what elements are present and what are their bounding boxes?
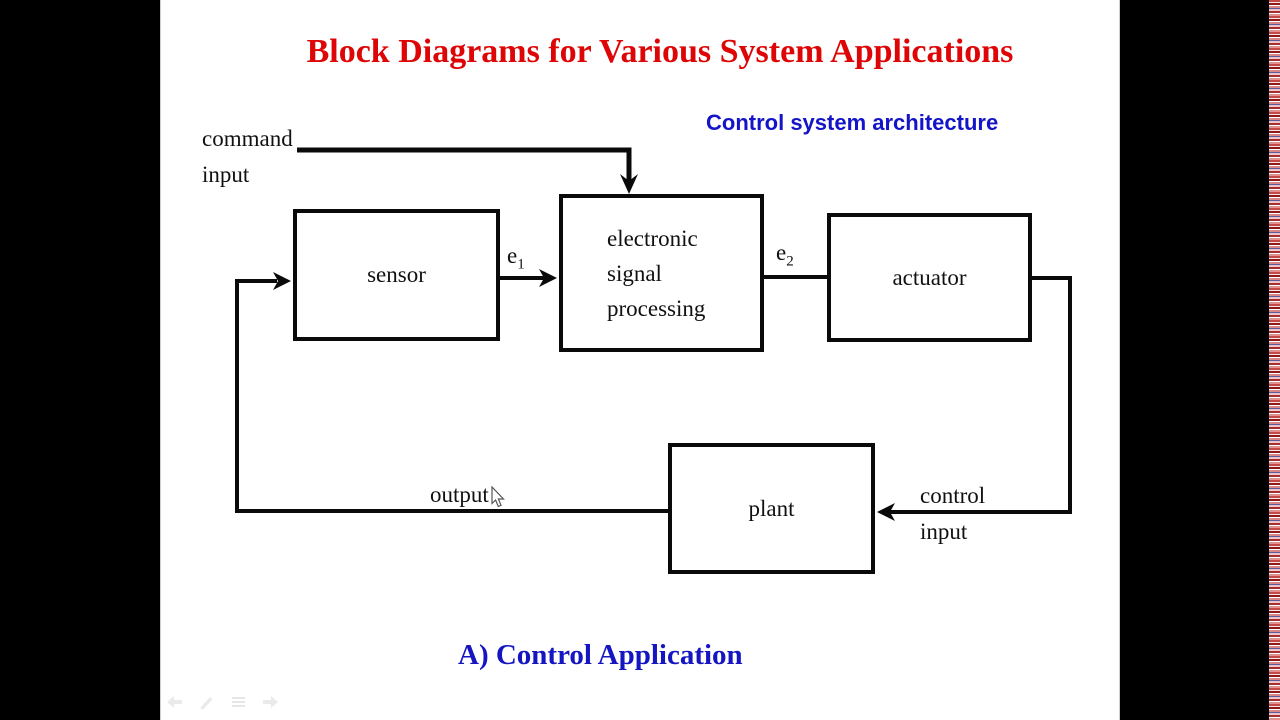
previous-slide-icon[interactable] [166,694,183,710]
command-input-label: command input [202,126,293,187]
slide-caption: A) Control Application [458,639,743,671]
pen-icon[interactable] [198,694,215,710]
presenter-toolbar [166,692,286,712]
slide-subtitle: Control system architecture [706,110,999,135]
next-slide-icon[interactable] [262,694,279,710]
electronic-signal-processing-block: electronic signal processing [559,194,764,352]
actuator-block: actuator [827,213,1032,342]
plant-block-label: plant [748,495,795,521]
sensor-block: sensor [293,209,500,341]
menu-icon[interactable] [230,694,247,710]
e1-signal-label: e1 [507,243,525,273]
page-title: Block Diagrams for Various System Applic… [306,33,1014,70]
video-noise-strip [1269,0,1280,720]
esp-block-label: electronic signal processing [607,225,706,321]
control-input-label: control input [920,483,986,544]
slide-canvas [160,0,1120,720]
e2-signal-label: e2 [776,240,794,270]
plant-block: plant [668,443,875,574]
sensor-block-label: sensor [367,262,426,287]
actuator-block-label: actuator [892,264,967,290]
mouse-cursor [491,485,507,514]
output-label: output [430,482,489,507]
